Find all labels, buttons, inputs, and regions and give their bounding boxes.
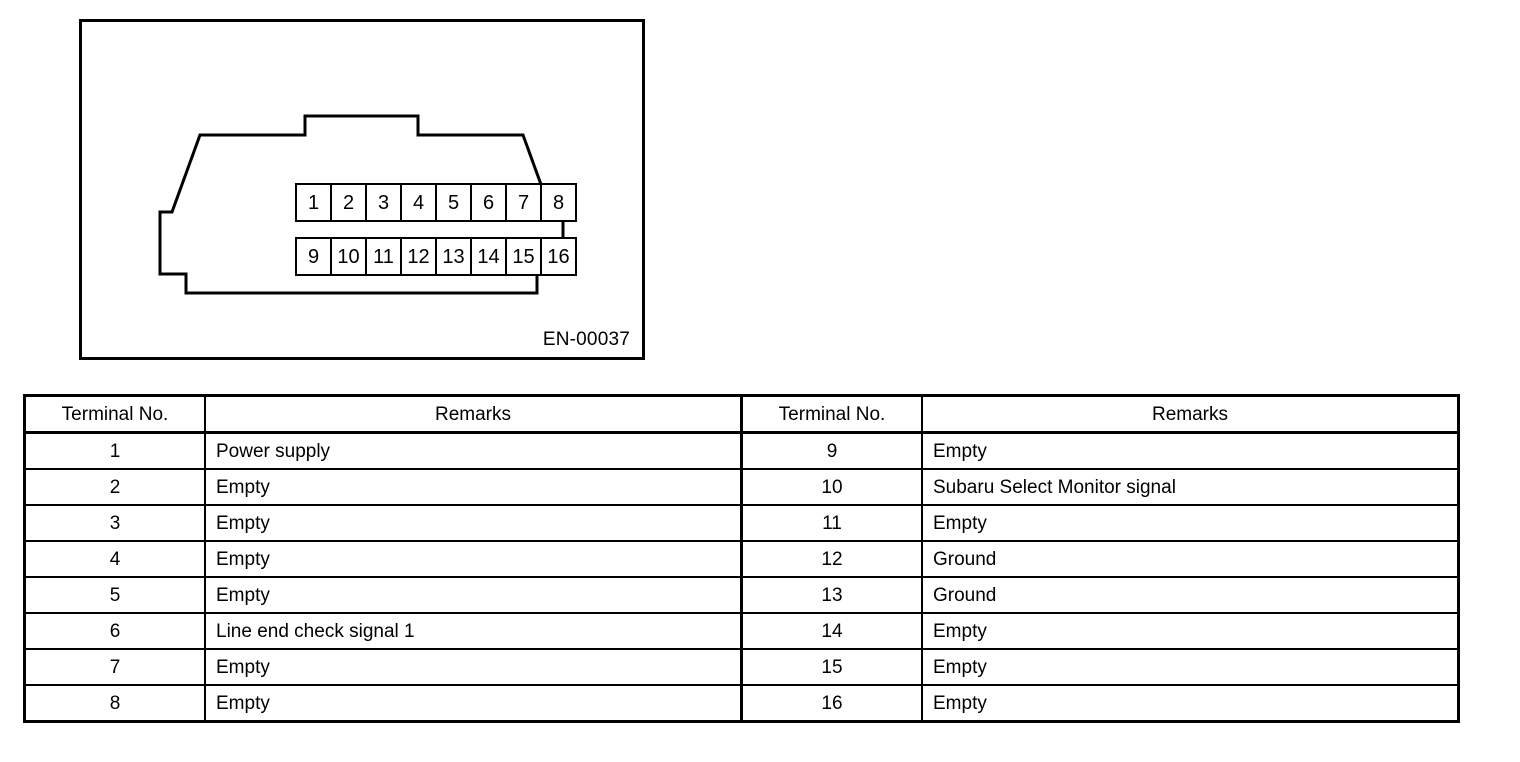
cell-terminal-no: 1	[26, 434, 206, 468]
pin-cell: 10	[330, 237, 367, 276]
cell-remarks: Ground	[933, 584, 997, 606]
cell-terminal-no: 8	[26, 686, 206, 720]
cell-remarks: Empty	[933, 692, 987, 714]
cell-terminal-no: 2	[26, 470, 206, 504]
pin-cell: 1	[295, 183, 332, 222]
cell-remarks: Ground	[933, 548, 997, 570]
pin-cell: 12	[400, 237, 437, 276]
pin-cell: 14	[470, 237, 507, 276]
connector-figure-frame: 1 2 3 4 5 6 7 8 9 10 11 12 13 14 15 16 E…	[79, 19, 645, 360]
header-terminal-no: Terminal No.	[26, 397, 206, 431]
cell-terminal-no: 14	[743, 614, 923, 648]
cell-terminal-no: 15	[743, 650, 923, 684]
pin-cell: 3	[365, 183, 402, 222]
cell-terminal-no: 9	[743, 434, 923, 468]
cell-remarks: Empty	[933, 656, 987, 678]
table-row: 12 Ground	[743, 540, 1457, 576]
pin-cell: 9	[295, 237, 332, 276]
pin-cell: 5	[435, 183, 472, 222]
cell-terminal-no: 13	[743, 578, 923, 612]
pin-cell: 7	[505, 183, 542, 222]
cell-remarks: Empty	[933, 512, 987, 534]
cell-remarks: Empty	[216, 548, 270, 570]
table-row: 8 Empty	[26, 684, 740, 720]
pin-cell: 4	[400, 183, 437, 222]
table-row: 4 Empty	[26, 540, 740, 576]
cell-remarks: Empty	[216, 656, 270, 678]
cell-remarks: Empty	[216, 512, 270, 534]
cell-remarks: Line end check signal 1	[216, 620, 415, 642]
pin-cell: 11	[365, 237, 402, 276]
table-row: 16 Empty	[743, 684, 1457, 720]
header-remarks: Remarks	[1151, 403, 1228, 425]
cell-terminal-no: 16	[743, 686, 923, 720]
cell-terminal-no: 4	[26, 542, 206, 576]
connector-pin-row-bottom: 9 10 11 12 13 14 15 16	[295, 237, 577, 276]
table-row: 2 Empty	[26, 468, 740, 504]
terminal-table-left-half: Terminal No. Remarks 1 Power supply 2 Em…	[26, 397, 740, 720]
table-row: 13 Ground	[743, 576, 1457, 612]
table-row: 5 Empty	[26, 576, 740, 612]
cell-terminal-no: 6	[26, 614, 206, 648]
connector-pin-row-top: 1 2 3 4 5 6 7 8	[295, 183, 577, 222]
cell-remarks: Empty	[933, 440, 987, 462]
terminal-table: Terminal No. Remarks 1 Power supply 2 Em…	[23, 394, 1460, 723]
pin-cell: 15	[505, 237, 542, 276]
header-terminal-no: Terminal No.	[743, 397, 923, 431]
terminal-table-right-half: Terminal No. Remarks 9 Empty 10 Subaru S…	[740, 397, 1457, 720]
pin-cell: 2	[330, 183, 367, 222]
table-row: 15 Empty	[743, 648, 1457, 684]
table-header-row: Terminal No. Remarks	[26, 397, 740, 431]
table-header-row: Terminal No. Remarks	[743, 397, 1457, 431]
cell-terminal-no: 12	[743, 542, 923, 576]
pin-cell: 16	[540, 237, 577, 276]
table-row: 1 Power supply	[26, 431, 740, 468]
table-row: 3 Empty	[26, 504, 740, 540]
cell-terminal-no: 11	[743, 506, 923, 540]
cell-terminal-no: 10	[743, 470, 923, 504]
cell-remarks: Empty	[216, 692, 270, 714]
cell-remarks: Subaru Select Monitor signal	[933, 476, 1176, 498]
cell-remarks: Power supply	[216, 440, 331, 462]
cell-remarks: Empty	[216, 584, 270, 606]
header-remarks: Remarks	[434, 403, 511, 425]
pin-cell: 13	[435, 237, 472, 276]
cell-remarks: Empty	[933, 620, 987, 642]
table-row: 7 Empty	[26, 648, 740, 684]
table-row: 14 Empty	[743, 612, 1457, 648]
cell-terminal-no: 7	[26, 650, 206, 684]
table-row: 6 Line end check signal 1	[26, 612, 740, 648]
figure-code-label: EN-00037	[542, 329, 630, 350]
table-row: 10 Subaru Select Monitor signal	[743, 468, 1457, 504]
table-row: 11 Empty	[743, 504, 1457, 540]
cell-terminal-no: 3	[26, 506, 206, 540]
cell-remarks: Empty	[216, 476, 270, 498]
pin-cell: 6	[470, 183, 507, 222]
cell-terminal-no: 5	[26, 578, 206, 612]
pin-cell: 8	[540, 183, 577, 222]
table-row: 9 Empty	[743, 431, 1457, 468]
